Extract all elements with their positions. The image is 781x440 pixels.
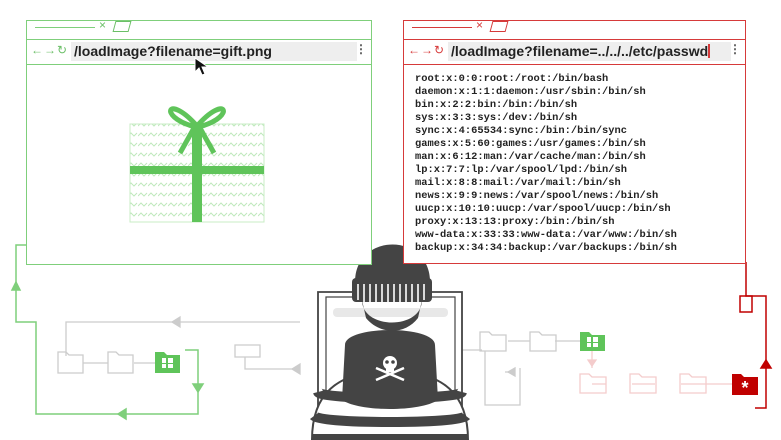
new-tab-button[interactable]	[112, 21, 132, 32]
passwd-file-content: root:x:0:0:root:/root:/bin/bash daemon:x…	[415, 73, 677, 255]
passwd-line: games:x:5:60:games:/usr/games:/bin/sh	[415, 138, 646, 150]
forward-icon[interactable]: →	[44, 43, 57, 57]
new-tab-button[interactable]	[489, 21, 509, 32]
nav-buttons: ←→↻	[31, 43, 68, 57]
passwd-line: lp:x:7:7:lp:/var/spool/lpd:/bin/sh	[415, 164, 628, 176]
passwd-line: root:x:0:0:root:/root:/bin/bash	[415, 73, 609, 85]
menu-icon[interactable]: ⋮	[729, 42, 741, 56]
red-request-path	[739, 262, 773, 409]
address-bar-text: /loadImage?filename=../../../etc/passwd	[451, 43, 709, 59]
back-icon[interactable]: ←	[408, 43, 421, 57]
passwd-line: backup:x:34:34:backup:/var/backups:/bin/…	[415, 242, 677, 254]
passwd-line: proxy:x:13:13:proxy:/bin:/bin/sh	[415, 216, 615, 228]
passwd-line: uucp:x:10:10:uucp:/var/spool/uucp:/bin/s…	[415, 203, 671, 215]
passwd-line: man:x:6:12:man:/var/cache/man:/bin/sh	[415, 151, 646, 163]
passwd-file-icon: *	[732, 374, 758, 398]
text-cursor	[708, 44, 710, 58]
close-tab-icon[interactable]: ×	[99, 18, 107, 32]
passwd-line: www-data:x:33:33:www-data:/var/www:/bin/…	[415, 229, 677, 241]
browser-toolbar: ←→↻ /loadImage?filename=gift.png ⋮	[27, 39, 371, 65]
green-request-path	[10, 244, 205, 421]
reload-icon[interactable]: ↻	[57, 43, 69, 57]
left-file-tree	[57, 315, 301, 376]
right-file-tree	[460, 331, 580, 406]
right-etc-folder-icon	[580, 332, 605, 351]
left-images-folder-icon	[155, 352, 180, 373]
nav-buttons: ←→↻	[408, 43, 445, 57]
svg-text:*: *	[741, 378, 748, 398]
right-browser-window: × ←→↻ /loadImage?filename=../../../etc/p…	[403, 18, 746, 264]
reload-icon[interactable]: ↻	[434, 43, 446, 57]
forward-icon[interactable]: →	[421, 43, 434, 57]
hacker-illustration	[310, 244, 470, 440]
passwd-line: daemon:x:1:1:daemon:/usr/sbin:/bin/sh	[415, 86, 646, 98]
gift-icon	[129, 106, 265, 223]
passwd-line: news:x:9:9:news:/var/spool/news:/bin/sh	[415, 190, 659, 202]
close-tab-icon[interactable]: ×	[476, 18, 484, 32]
passwd-line: bin:x:2:2:bin:/bin:/bin/sh	[415, 99, 578, 111]
passwd-line: sys:x:3:3:sys:/dev:/bin/sh	[415, 112, 578, 124]
mouse-pointer-icon	[194, 57, 210, 76]
passwd-line: mail:x:8:8:mail:/var/mail:/bin/sh	[415, 177, 621, 189]
right-red-path-to-passwd	[579, 351, 732, 394]
passwd-line: sync:x:4:65534:sync:/bin:/bin/sync	[415, 125, 628, 137]
skull-icon	[375, 356, 405, 382]
address-bar[interactable]: /loadImage?filename=../../../etc/passwd	[448, 42, 731, 61]
back-icon[interactable]: ←	[31, 43, 44, 57]
browser-toolbar: ←→↻ /loadImage?filename=../../../etc/pas…	[404, 39, 745, 65]
address-bar[interactable]: /loadImage?filename=gift.png	[71, 42, 357, 61]
menu-icon[interactable]: ⋮	[355, 42, 367, 56]
